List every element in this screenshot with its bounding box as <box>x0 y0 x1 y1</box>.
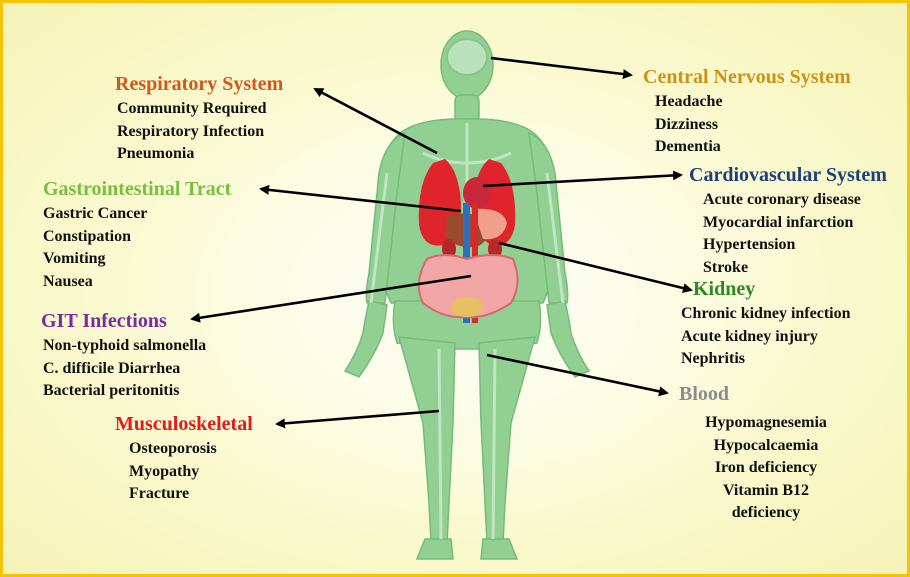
brain-icon <box>447 39 487 75</box>
cardio-item: Myocardial infarction <box>703 212 887 235</box>
musculo-item: Osteoporosis <box>129 438 253 461</box>
gi-item: Nausea <box>43 271 231 294</box>
cns-item: Dizziness <box>655 114 851 137</box>
cns-item: Headache <box>655 91 851 114</box>
respiratory-item: Community Required <box>117 98 283 121</box>
gi-item: Vomiting <box>43 248 231 271</box>
kidney-item: Nephritis <box>681 348 851 371</box>
cns-item: Dementia <box>655 136 851 159</box>
musculo-group: Musculoskeletal Osteoporosis Myopathy Fr… <box>115 412 253 506</box>
musculo-title: Musculoskeletal <box>115 412 253 436</box>
gi-item: Constipation <box>43 226 231 249</box>
git-group: GIT Infections Non-typhoid salmonella C.… <box>41 309 206 403</box>
respiratory-item: Pneumonia <box>117 143 283 166</box>
git-item: Bacterial peritonitis <box>43 380 206 403</box>
kidney-title: Kidney <box>693 277 851 301</box>
musculo-item: Myopathy <box>129 461 253 484</box>
kidney-item: Acute kidney injury <box>681 326 851 349</box>
respiratory-group: Respiratory System Community Required Re… <box>115 72 283 166</box>
gi-item: Gastric Cancer <box>43 203 231 226</box>
gi-title: Gastrointestinal Tract <box>43 177 231 201</box>
cardio-item: Hypertension <box>703 234 887 257</box>
blood-item: Hypocalcaemia <box>671 435 861 458</box>
musculo-item: Fracture <box>129 483 253 506</box>
respiratory-title: Respiratory System <box>115 72 283 96</box>
respiratory-item: Respiratory Infection <box>117 121 283 144</box>
kidney-item: Chronic kidney infection <box>681 303 851 326</box>
cardio-item: Acute coronary disease <box>703 189 887 212</box>
git-item: Non-typhoid salmonella <box>43 335 206 358</box>
blood-item: deficiency <box>671 502 861 525</box>
organs <box>419 159 518 323</box>
cardio-title: Cardiovascular System <box>689 163 887 187</box>
blood-item: Vitamin B12 <box>671 480 861 503</box>
blood-item: Hypomagnesemia <box>671 412 861 435</box>
blood-title: Blood <box>679 382 861 406</box>
gi-group: Gastrointestinal Tract Gastric Cancer Co… <box>43 177 231 293</box>
cardio-item: Stroke <box>703 257 887 280</box>
cns-title: Central Nervous System <box>643 65 851 89</box>
kidney-group: Kidney Chronic kidney infection Acute ki… <box>681 277 851 371</box>
git-item: C. difficile Diarrhea <box>43 358 206 381</box>
cardio-group: Cardiovascular System Acute coronary dis… <box>689 163 887 279</box>
cns-group: Central Nervous System Headache Dizzines… <box>643 65 851 159</box>
blood-item: Iron deficiency <box>671 457 861 480</box>
blood-group: Blood Hypomagnesemia Hypocalcaemia Iron … <box>671 382 861 525</box>
git-title: GIT Infections <box>41 309 206 333</box>
